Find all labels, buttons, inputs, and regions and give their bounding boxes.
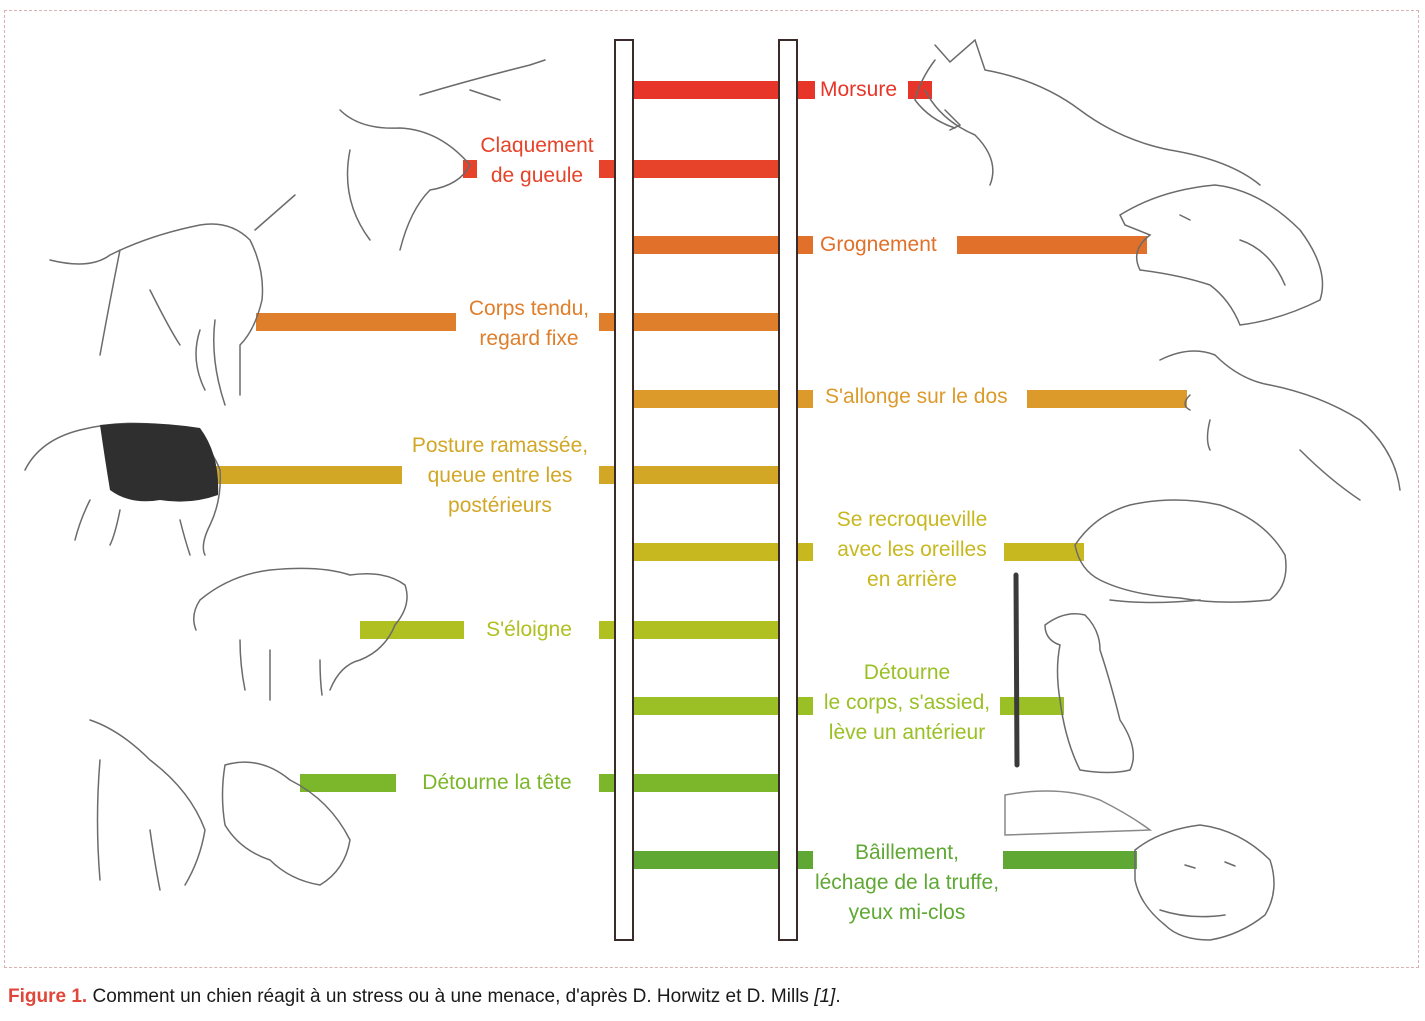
label-baillement-line3: yeux mi-clos [804, 898, 1010, 928]
label-baillement-line1: Bâillement, [804, 838, 1010, 868]
label-claquement-line1: Claquement [470, 131, 604, 161]
figure-label: Figure 1. [8, 986, 87, 1007]
dog-sketch-corps-tendu [50, 195, 295, 405]
label-recroqueville-line1: Se recroqueville [820, 505, 1004, 535]
dog-sketch-grognement [1120, 185, 1323, 325]
label-grognement-line1: Grognement [820, 230, 937, 260]
label-detourne-corps-line1: Détourne [812, 658, 1002, 688]
label-allonge-line1: S'allonge sur le dos [825, 382, 1008, 412]
label-detourne-corps-line3: lève un antérieur [812, 718, 1002, 748]
label-corps-tendu-line1: Corps tendu, [459, 294, 599, 324]
label-posture-line1: Posture ramassée, [403, 431, 597, 461]
label-grognement: Grognement [820, 230, 937, 260]
dog-sketch-baillement [1135, 825, 1274, 940]
label-recroqueville-line2: avec les oreilles [820, 535, 1004, 565]
label-recroqueville-line3: en arrière [820, 565, 1004, 595]
ladder-rail-right [779, 40, 797, 940]
caption-end: . [835, 986, 840, 1007]
bar-detourne-tete [300, 774, 396, 792]
label-eloigne: S'éloigne [466, 615, 592, 645]
bar-allonge [1027, 390, 1187, 408]
label-allonge: S'allonge sur le dos [825, 382, 1008, 412]
label-eloigne-line1: S'éloigne [466, 615, 592, 645]
bar-detourne-corps [1000, 697, 1064, 715]
label-baillement: Bâillement,léchage de la truffe,yeux mi-… [804, 838, 1010, 928]
label-posture-line3: postérieurs [403, 491, 597, 521]
bar-baillement [1003, 851, 1137, 869]
label-baillement-line2: léchage de la truffe, [804, 868, 1010, 898]
figure-caption: Figure 1. Comment un chien réagit à un s… [8, 986, 841, 1008]
label-corps-tendu-line2: regard fixe [459, 324, 599, 354]
bar-corps-tendu [256, 313, 456, 331]
label-claquement-line2: de gueule [470, 161, 604, 191]
bar-eloigne [360, 621, 464, 639]
bar-grognement [957, 236, 1147, 254]
label-detourne-tete-line1: Détourne la tête [398, 768, 596, 798]
caption-reference: [1] [814, 986, 835, 1007]
bar-posture [216, 466, 402, 484]
label-morsure-line1: Morsure [820, 75, 897, 105]
ladder-rail-left [615, 40, 633, 940]
dog-sketch-recroqueville [1075, 500, 1286, 603]
label-morsure: Morsure [820, 75, 897, 105]
dog-sketch-posture [25, 423, 220, 555]
dog-sketch-allonge [1160, 351, 1400, 500]
label-detourne-corps-line2: le corps, s'assied, [812, 688, 1002, 718]
label-posture-line2: queue entre les [403, 461, 597, 491]
dog-sketch-detourne-tete [90, 720, 350, 890]
label-detourne-tete: Détourne la tête [398, 768, 596, 798]
dog-sketch-morsure [915, 40, 1260, 185]
caption-text: Comment un chien réagit à un stress ou à… [87, 986, 814, 1007]
label-corps-tendu: Corps tendu,regard fixe [459, 294, 599, 354]
bar-recroqueville [1004, 543, 1084, 561]
